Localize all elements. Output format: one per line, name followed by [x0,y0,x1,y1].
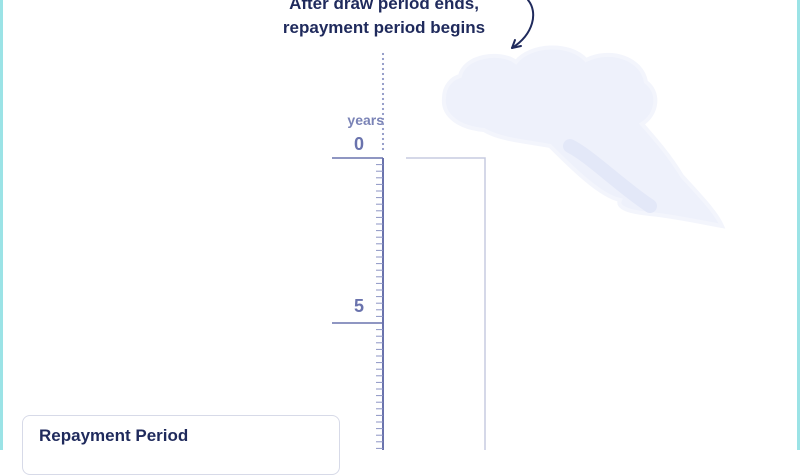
timeline-axis [332,52,486,450]
axis-lead-dot [381,117,385,121]
axis-lead-dot [381,137,385,141]
axis-lead-dot [381,72,385,76]
axis-lead-dot [381,57,385,61]
axis-lead-dot [381,112,385,116]
axis-lead-dot [381,67,385,71]
axis-tick-label-0: 0 [353,134,364,154]
axis-lead-dot [381,87,385,91]
axis-dotted-lead [381,52,385,151]
period-bracket [406,157,486,450]
cloud-icon [441,45,726,229]
axis-tick-label-5: 5 [353,296,364,316]
axis-minor-ticks [376,157,383,449]
axis-lead-dot [381,147,385,151]
axis-lead-dot [381,92,385,96]
curved-arrow-icon [511,0,535,49]
frame-border-right [797,0,800,450]
repayment-period-card: Repayment Period [22,415,340,475]
axis-lead-dot [381,62,385,66]
axis-lead-dot [381,122,385,126]
axis-lead-dot [381,97,385,101]
axis-lead-dot [381,132,385,136]
axis-lead-dot [381,127,385,131]
axis-lead-dot [381,107,385,111]
axis-lead-dot [381,82,385,86]
axis-unit-label: years [347,112,384,128]
axis-lead-dot [381,142,385,146]
annotation-callout: After draw period ends, repayment period… [236,0,532,40]
axis-lead-dot [381,102,385,106]
axis-lead-dot [381,77,385,81]
card-title: Repayment Period [39,426,189,445]
frame-border-left [0,0,3,450]
callout-line-1: After draw period ends, [289,0,479,13]
axis-lead-dot [381,52,385,56]
callout-line-2: repayment period begins [282,18,486,37]
